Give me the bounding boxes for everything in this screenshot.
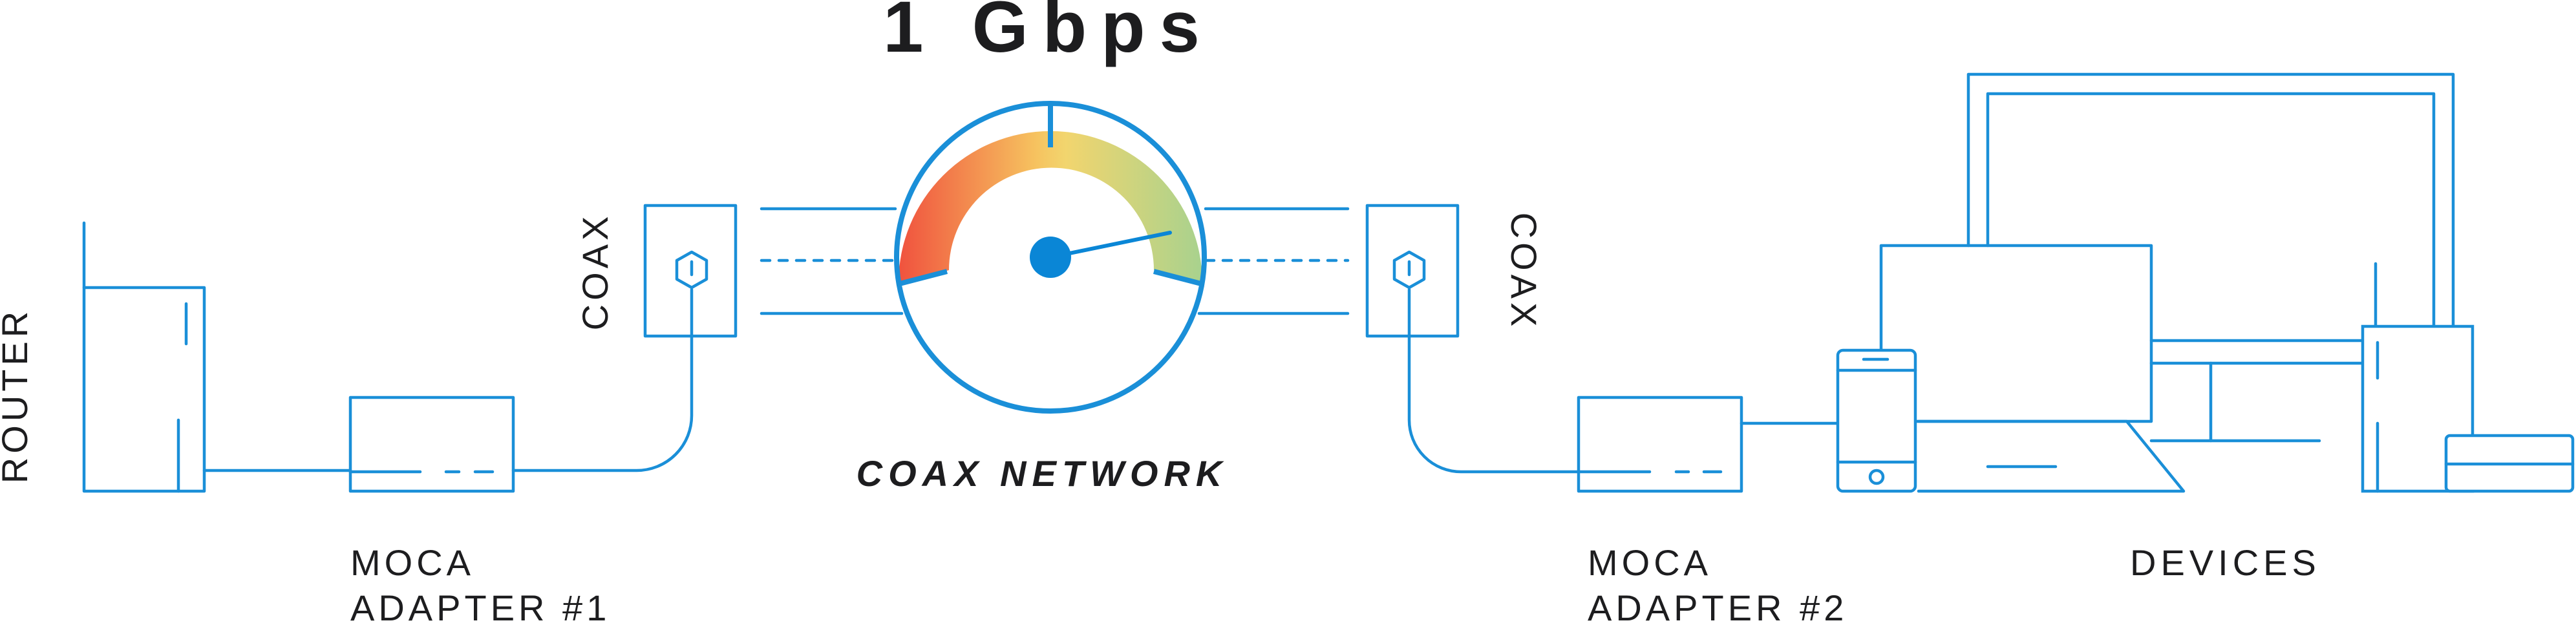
game-console-icon xyxy=(2444,434,2575,493)
gauge-gradient-arc xyxy=(898,131,1203,283)
adapter1-coax-cable xyxy=(511,288,694,472)
adapter2-coax-cable xyxy=(1407,288,1581,474)
devices-label: DEVICES xyxy=(2130,542,2321,583)
coax-outlet-left xyxy=(643,204,738,338)
speed-gauge xyxy=(894,101,1207,414)
laptop-icon xyxy=(1879,244,2186,493)
moca-adapter-1 xyxy=(348,396,515,493)
adapter1-line1: MOCA xyxy=(350,542,474,583)
smartphone-icon xyxy=(1836,348,1917,493)
adapter2-line1: MOCA xyxy=(1588,542,1712,583)
router-label: ROUTER xyxy=(0,308,35,483)
devices-group xyxy=(1836,72,2575,493)
gauge-needle-hub xyxy=(1030,237,1071,278)
moca-adapter-2 xyxy=(1577,396,1743,493)
adapter1-line2: ADAPTER #1 xyxy=(350,587,610,623)
router xyxy=(82,221,206,493)
coax-left-cables xyxy=(760,207,904,315)
speed-label: 1 Gbps xyxy=(883,0,1214,67)
coax-network-label: COAX NETWORK xyxy=(857,453,1228,494)
speed-heading: 1 Gbps xyxy=(883,0,1214,67)
desk-icon xyxy=(2149,339,2365,443)
adapter2-line2: ADAPTER #2 xyxy=(1588,587,1847,623)
coax-outlet-right xyxy=(1365,204,1460,338)
coax-left-label: COAX xyxy=(575,213,615,331)
coax-right-label: COAX xyxy=(1504,213,1544,331)
coax-right-cables xyxy=(1197,207,1350,315)
desktop-monitor-icon xyxy=(1966,72,2455,328)
